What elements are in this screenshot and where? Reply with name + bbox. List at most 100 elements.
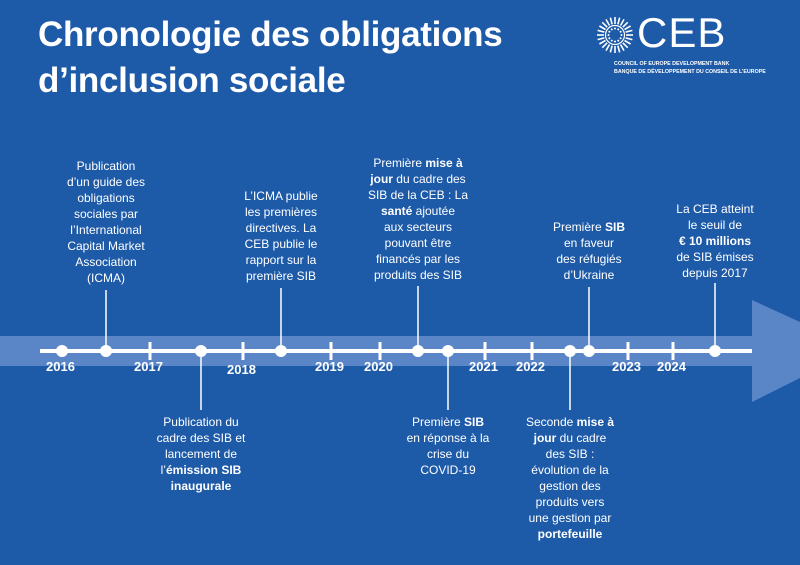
event-text: Publication du: [163, 415, 239, 429]
logo-name: CEB: [637, 9, 727, 56]
event-text: produits des SIB: [373, 268, 463, 282]
event-text-bold: € 10 millions: [678, 234, 752, 248]
event-text: Publication: [76, 159, 136, 173]
event-line: gestion des: [520, 478, 620, 494]
event-line: rapport sur la: [231, 252, 331, 268]
event-text-bold: inaugurale: [170, 479, 232, 493]
event-line: crise du: [398, 446, 498, 462]
event-text: Première: [552, 220, 605, 234]
event-line: Publication du: [146, 414, 256, 430]
event-guide-icma: Publication d’un guide des obligations soci…: [51, 158, 161, 286]
year-label-2024: 2024: [657, 359, 686, 374]
event-text-bold: SIB: [464, 415, 485, 429]
event-line: de SIB émises: [665, 249, 765, 265]
event-text: directives. La: [245, 221, 317, 235]
event-text: une gestion par: [528, 511, 612, 525]
event-line: (ICMA): [51, 270, 161, 286]
event-text-bold: portefeuille: [537, 527, 603, 541]
event-text: Première: [411, 415, 464, 429]
event-text: (ICMA): [87, 271, 125, 285]
year-label-2016: 2016: [46, 359, 75, 374]
title-line-1: Chronologie des obligations: [38, 15, 503, 54]
event-line: SIB de la CEB : La: [362, 187, 474, 203]
year-label-2022: 2022: [516, 359, 545, 374]
event-line: cadre des SIB et: [146, 430, 256, 446]
logo-subtitle: COUNCIL OF EUROPE DEVELOPMENT BANK BANQU…: [614, 60, 784, 76]
event-text: évolution de la: [531, 463, 609, 477]
event-dot-sib-ukraine: [583, 345, 595, 357]
event-dot-seuil-10-millions: [709, 345, 721, 357]
year-label-2017: 2017: [134, 359, 163, 374]
event-text-bold: santé: [380, 204, 413, 218]
event-text: du cadre: [556, 431, 607, 445]
logo-subtitle-fr: BANQUE DE DÉVELOPPEMENT DU CONSEIL DE L’…: [614, 69, 766, 75]
event-line: La CEB atteint: [665, 201, 765, 217]
event-line: Première SIB: [539, 219, 639, 235]
event-line: Première SIB: [398, 414, 498, 430]
year-label-2020: 2020: [364, 359, 393, 374]
event-text: Association: [75, 255, 137, 269]
event-text: des SIB :: [545, 447, 595, 461]
event-line: les premières: [231, 204, 331, 220]
event-text: SIB de la CEB : La: [367, 188, 469, 202]
timeline-start-dot: [56, 345, 68, 357]
year-label-2018: 2018: [227, 362, 256, 377]
event-line: directives. La: [231, 220, 331, 236]
event-text: cadre des SIB et: [156, 431, 246, 445]
event-line: d’Ukraine: [539, 267, 639, 283]
event-line: jour du cadre des: [362, 171, 474, 187]
event-text: COVID-19: [420, 463, 476, 477]
event-line: sociales par: [51, 206, 161, 222]
event-line: COVID-19: [398, 462, 498, 478]
event-line: santé ajoutée: [362, 203, 474, 219]
event-text: lancement de: [164, 447, 238, 461]
event-line: L’ICMA publie: [231, 188, 331, 204]
event-text: d’un guide des: [66, 175, 146, 189]
event-text: Première: [373, 156, 426, 170]
event-line: l’émission SIB: [146, 462, 256, 478]
event-text: les premières: [244, 205, 318, 219]
year-label-2019: 2019: [315, 359, 344, 374]
event-text: le seuil de: [687, 218, 743, 232]
event-dot-icma-directives: [275, 345, 287, 357]
event-line: Association: [51, 254, 161, 270]
event-text: première SIB: [245, 269, 317, 283]
event-line: en réponse à la: [398, 430, 498, 446]
ceb-emblem-icon: [597, 17, 633, 53]
event-line: inaugurale: [146, 478, 256, 494]
event-text: de SIB émises: [676, 250, 754, 264]
event-line: Capital Market: [51, 238, 161, 254]
event-line: lancement de: [146, 446, 256, 462]
event-line: le seuil de: [665, 217, 765, 233]
event-text-bold: émission SIB: [165, 463, 242, 477]
event-text: obligations: [77, 191, 135, 205]
event-line: € 10 millions: [665, 233, 765, 249]
page-title: Chronologie des obligations d’inclusion …: [38, 12, 503, 104]
event-line: des SIB :: [520, 446, 620, 462]
event-cadre-emission-inaugurale: Publication du cadre des SIB et lancement …: [146, 414, 256, 494]
event-line: en faveur: [539, 235, 639, 251]
event-text: depuis 2017: [682, 266, 748, 280]
year-label-2023: 2023: [612, 359, 641, 374]
event-text: ajoutée: [412, 204, 456, 218]
event-line: d’un guide des: [51, 174, 161, 190]
logo-subtitle-en: COUNCIL OF EUROPE DEVELOPMENT BANK: [614, 61, 730, 67]
event-line: première SIB: [231, 268, 331, 284]
event-line: aux secteurs: [362, 219, 474, 235]
event-line: portefeuille: [520, 526, 620, 542]
event-text: sociales par: [73, 207, 139, 221]
event-text: en faveur: [563, 236, 615, 250]
event-text: aux secteurs: [383, 220, 453, 234]
event-text: en réponse à la: [406, 431, 490, 445]
event-text: Capital Market: [67, 239, 145, 253]
event-text: CEB publie le: [244, 237, 318, 251]
event-text-bold: mise à: [425, 156, 463, 170]
event-dot-cadre-emission-inaugurale: [195, 345, 207, 357]
event-line: pouvant être: [362, 235, 474, 251]
